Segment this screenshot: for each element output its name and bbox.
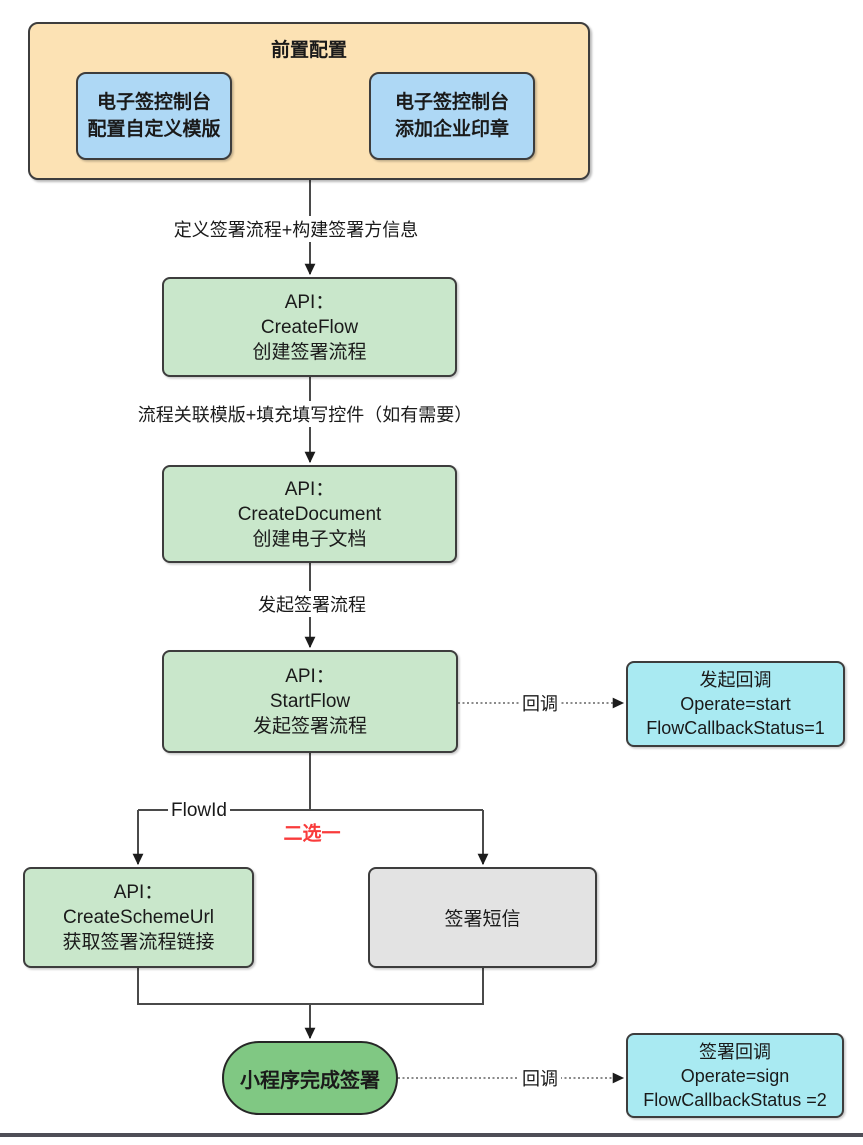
console-template-line1: 电子签控制台 <box>96 92 211 113</box>
bottom-divider-line <box>0 1133 863 1137</box>
edge-label-start-flow: 发起签署流程 <box>255 591 369 617</box>
start-flow-description: 发起签署流程 <box>252 716 367 737</box>
start-callback-title: 发起回调 <box>699 670 772 690</box>
edge-label-callback-start: 回调 <box>519 690 561 716</box>
node-start-flow: API： StartFlow 发起签署流程 <box>162 650 458 753</box>
create-document-api-name: CreateDocument <box>237 503 382 525</box>
node-sign-sms: 签署短信 <box>368 867 597 968</box>
pre-config-title: 前置配置 <box>270 40 347 61</box>
console-seal-line1: 电子签控制台 <box>394 92 509 113</box>
node-start-callback: 发起回调 Operate=start FlowCallbackStatus=1 <box>626 661 845 747</box>
node-console-add-seal: 电子签控制台 添加企业印章 <box>369 72 535 160</box>
create-document-description: 创建电子文档 <box>252 528 367 550</box>
start-flow-api-label: API： <box>285 666 335 687</box>
mini-program-sign-label: 小程序完成签署 <box>240 1069 380 1092</box>
create-scheme-url-description: 获取签署流程链接 <box>62 932 215 953</box>
edge-label-define-flow: 定义签署流程+构建签署方信息 <box>170 216 422 242</box>
create-scheme-url-api-label: API： <box>113 882 164 903</box>
create-flow-description: 创建签署流程 <box>252 341 367 363</box>
node-mini-program-sign: 小程序完成签署 <box>222 1041 398 1115</box>
node-create-document: API： CreateDocument 创建电子文档 <box>162 465 457 563</box>
start-callback-operate: Operate=start <box>680 694 791 714</box>
node-console-configure-template: 电子签控制台 配置自定义模版 <box>76 72 232 160</box>
create-document-api-label: API： <box>284 478 335 500</box>
edge-label-choose-one: 二选一 <box>280 818 344 846</box>
console-template-line2: 配置自定义模版 <box>87 119 221 140</box>
branch-merge-line <box>137 968 484 1005</box>
create-flow-api-name: CreateFlow <box>260 316 359 338</box>
node-create-flow: API： CreateFlow 创建签署流程 <box>162 277 457 377</box>
edge-label-callback-sign: 回调 <box>519 1065 561 1091</box>
node-create-scheme-url: API： CreateSchemeUrl 获取签署流程链接 <box>23 867 254 968</box>
edge-label-associate-template: 流程关联模版+填充填写控件（如有需要） <box>134 401 476 427</box>
sign-callback-title: 签署回调 <box>699 1041 771 1062</box>
start-flow-api-name: StartFlow <box>269 691 351 712</box>
start-callback-status: FlowCallbackStatus=1 <box>646 718 825 738</box>
sign-sms-label: 签署短信 <box>444 909 521 930</box>
sign-callback-status: FlowCallbackStatus =2 <box>643 1089 827 1110</box>
pre-config-group: 前置配置 电子签控制台 配置自定义模版 电子签控制台 添加企业印章 <box>28 22 590 180</box>
sign-callback-operate: Operate=sign <box>680 1065 790 1086</box>
edge-label-flow-id: FlowId <box>168 800 230 822</box>
create-flow-api-label: API： <box>284 291 335 313</box>
node-sign-callback: 签署回调 Operate=sign FlowCallbackStatus =2 <box>626 1033 844 1118</box>
console-seal-line2: 添加企业印章 <box>394 119 509 140</box>
create-scheme-url-api-name: CreateSchemeUrl <box>63 907 214 928</box>
